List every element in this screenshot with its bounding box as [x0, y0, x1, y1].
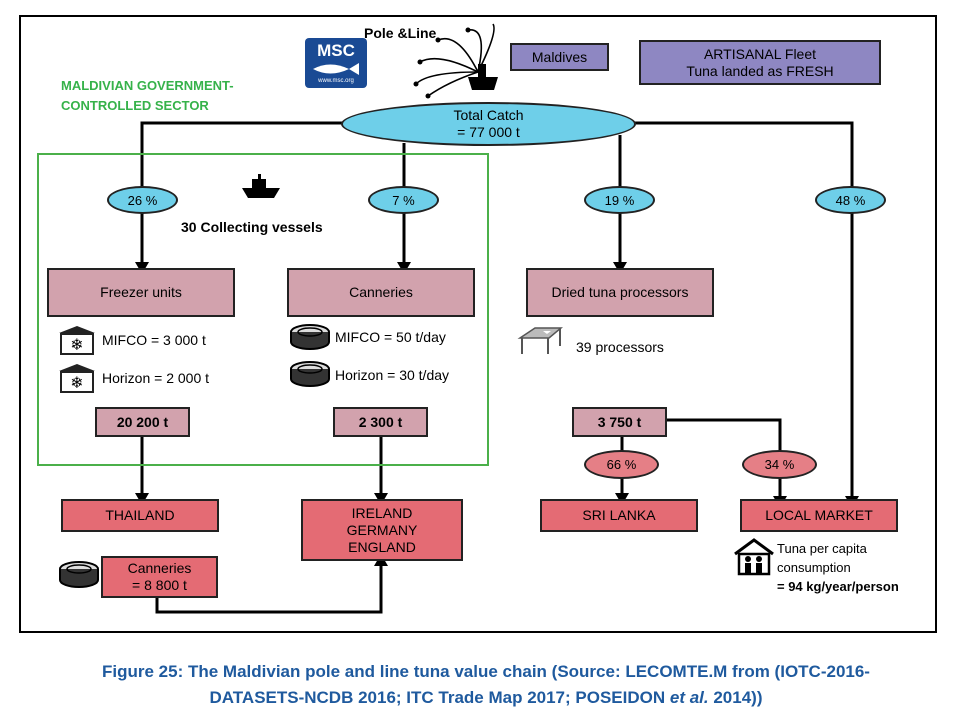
- thai-canneries-line2: = 8 800 t: [132, 577, 187, 593]
- sri-lanka-box: SRI LANKA: [540, 499, 698, 532]
- consumption-line1: Tuna per capita: [777, 541, 867, 556]
- freezer-total-box: 20 200 t: [95, 407, 190, 437]
- tuna-can-icon-2: [290, 361, 330, 387]
- svg-text:❄: ❄: [70, 373, 83, 392]
- freezer-units-label: Freezer units: [100, 284, 182, 300]
- artisanal-line2: Tuna landed as FRESH: [686, 62, 834, 79]
- line-thai-canneries-europe: [155, 565, 383, 614]
- freezer-share: 26 %: [127, 192, 158, 208]
- figure-caption-line1: Figure 25: The Maldivian pole and line t…: [102, 662, 870, 681]
- pole-line-fishing-icon: [413, 23, 498, 99]
- dried-share-badge: 19 %: [584, 186, 655, 214]
- diagram-frame: [19, 15, 937, 633]
- sri-lanka-share: 66 %: [606, 457, 637, 472]
- collecting-vessels-label: 30 Collecting vessels: [181, 219, 323, 235]
- caption-part-a: DATASETS-NCDB 2016; ITC Trade Map 2017; …: [209, 688, 670, 707]
- freezer-mifco: MIFCO = 3 000 t: [102, 332, 206, 348]
- caption-part-c: 2014)): [708, 688, 763, 707]
- maldives-box: Maldives: [510, 43, 609, 71]
- canneries-share-badge: 7 %: [368, 186, 439, 214]
- thailand-label: THAILAND: [105, 507, 175, 523]
- freezer-total: 20 200 t: [116, 413, 169, 430]
- line-to-local: [633, 121, 854, 496]
- figure-caption-line2: DATASETS-NCDB 2016; ITC Trade Map 2017; …: [0, 685, 972, 711]
- dried-processors-label: Dried tuna processors: [551, 284, 689, 300]
- gov-sector-line2: CONTROLLED SECTOR: [61, 98, 209, 113]
- svg-text:❄: ❄: [70, 335, 83, 354]
- consumption-text: Tuna per capita consumption = 94 kg/year…: [777, 539, 899, 596]
- drying-table-icon: [517, 327, 563, 354]
- household-icon: [734, 538, 774, 576]
- canneries-share: 7 %: [392, 192, 415, 208]
- canneries-box: Canneries: [287, 268, 475, 317]
- europe-box: IRELAND GERMANY ENGLAND: [301, 499, 463, 561]
- cannery-horizon: Horizon = 30 t/day: [335, 367, 450, 383]
- gov-sector-label: MALDIVIAN GOVERNMENT- CONTROLLED SECTOR: [61, 76, 234, 116]
- thai-canneries-line1: Canneries: [127, 560, 192, 576]
- europe-line1: IRELAND: [351, 504, 413, 521]
- sri-lanka-share-badge: 66 %: [584, 450, 659, 479]
- pole-line-label: Pole &Line: [364, 25, 437, 41]
- total-catch-line1: Total Catch: [453, 107, 524, 123]
- consumption-line3: = 94 kg/year/person: [777, 579, 899, 594]
- thai-canneries-box: Canneries = 8 800 t: [101, 556, 218, 598]
- freezer-share-badge: 26 %: [107, 186, 178, 214]
- maldives-label: Maldives: [531, 48, 588, 65]
- freezer-building-icon-2: ❄: [59, 364, 95, 393]
- europe-line2: GERMANY: [346, 521, 418, 538]
- dried-share: 19 %: [604, 192, 635, 208]
- collecting-vessel-icon: [242, 174, 280, 198]
- cannery-mifco: MIFCO = 50 t/day: [335, 329, 446, 345]
- local-share: 48 %: [835, 192, 866, 208]
- local-dried-share-badge: 34 %: [742, 450, 817, 479]
- canneries-total-box: 2 300 t: [333, 407, 428, 437]
- dried-total-box: 3 750 t: [572, 407, 667, 437]
- consumption-line2: consumption: [777, 560, 851, 575]
- freezer-units-box: Freezer units: [47, 268, 235, 317]
- tuna-can-icon-3: [59, 561, 99, 588]
- dried-total: 3 750 t: [597, 413, 642, 430]
- total-catch-line2: = 77 000 t: [457, 124, 520, 140]
- government-sector-box: [37, 153, 489, 466]
- freezer-building-icon: ❄: [59, 326, 95, 355]
- sri-lanka-label: SRI LANKA: [582, 507, 656, 523]
- msc-fish-icon: [313, 63, 359, 75]
- canneries-total: 2 300 t: [358, 413, 403, 430]
- msc-url: www.msc.org: [318, 78, 354, 84]
- tuna-can-icon: [290, 324, 330, 350]
- msc-logo-text: MSC: [317, 41, 355, 60]
- msc-logo: MSC www.msc.org: [305, 38, 367, 88]
- gov-sector-line1: MALDIVIAN GOVERNMENT-: [61, 78, 234, 93]
- caption-part-b: et al.: [669, 688, 709, 707]
- canneries-label: Canneries: [349, 284, 413, 300]
- local-market-label: LOCAL MARKET: [765, 507, 873, 523]
- local-dried-share: 34 %: [764, 457, 795, 472]
- artisanal-line1: ARTISANAL Fleet: [703, 45, 817, 62]
- artisanal-fleet-box: ARTISANAL Fleet Tuna landed as FRESH: [639, 40, 881, 85]
- thailand-box: THAILAND: [61, 499, 219, 532]
- dried-processors-count: 39 processors: [576, 339, 664, 355]
- europe-line3: ENGLAND: [348, 538, 416, 555]
- local-market-box: LOCAL MARKET: [740, 499, 898, 532]
- local-share-badge: 48 %: [815, 186, 886, 214]
- dried-processors-box: Dried tuna processors: [526, 268, 714, 317]
- freezer-horizon: Horizon = 2 000 t: [102, 370, 210, 386]
- total-catch-node: Total Catch = 77 000 t: [341, 102, 636, 146]
- line-to-freezer: [140, 121, 343, 262]
